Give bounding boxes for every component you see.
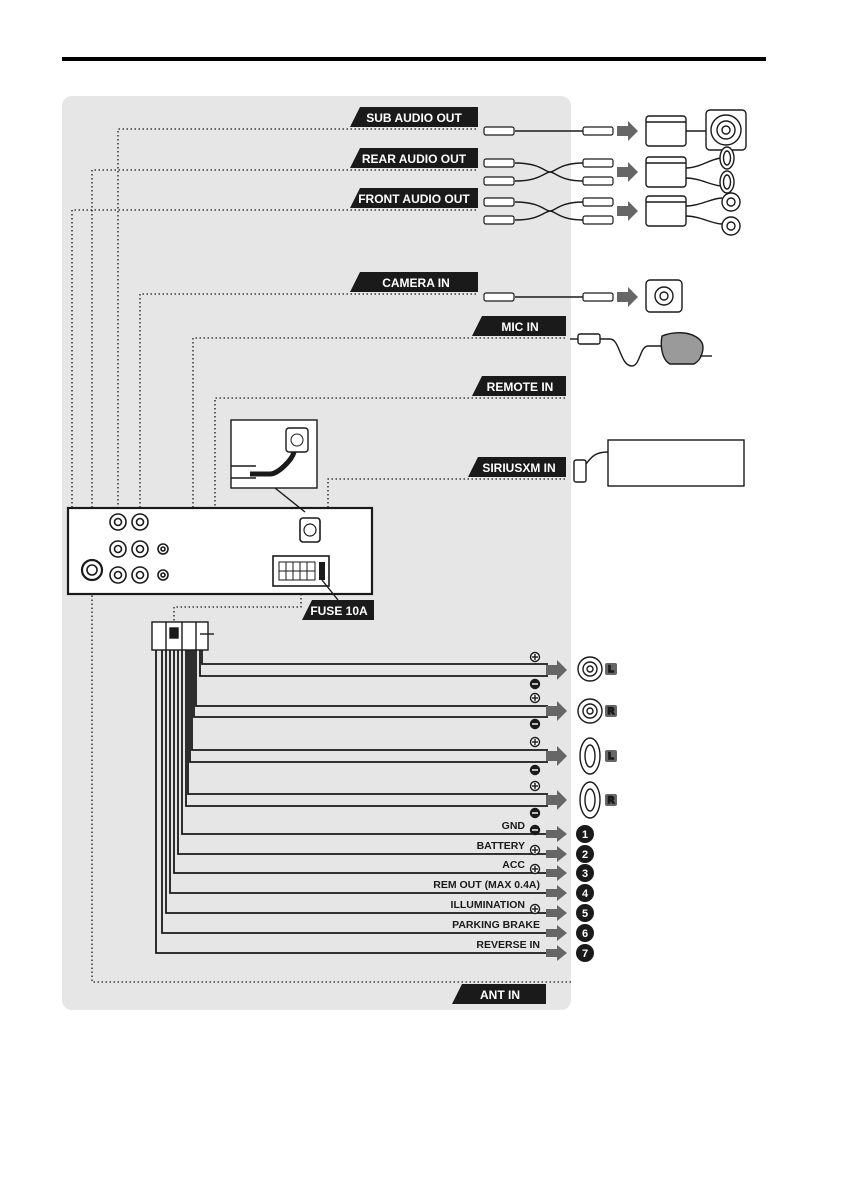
- number-1: 1: [582, 829, 588, 841]
- wire-label-parking-brake: PARKING BRAKE: [452, 919, 540, 931]
- front-speaker-icon: [686, 193, 740, 235]
- number-6: 6: [582, 928, 588, 940]
- power-numbers: 1 2 3 4 5 6 7: [576, 825, 594, 962]
- head-unit-back-panel: [68, 508, 372, 594]
- speaker-rear-left: L: [580, 738, 617, 774]
- wire-label-gnd: GND: [502, 820, 526, 832]
- siriusxm-tuner-icon: [574, 440, 744, 486]
- channel-label: L: [608, 664, 614, 674]
- tag-fuse-10a: FUSE 10A: [302, 600, 374, 620]
- channel-label: R: [608, 706, 615, 716]
- tag-label: ANT IN: [480, 988, 520, 1002]
- tag-front-audio-out: FRONT AUDIO OUT: [350, 188, 478, 208]
- wire-label-rem-out: REM OUT (MAX 0.4A): [433, 879, 540, 891]
- tag-label: FRONT AUDIO OUT: [358, 192, 470, 206]
- camera-icon: [646, 280, 682, 312]
- tag-label: REMOTE IN: [487, 380, 554, 394]
- rca-plugs-right: [583, 127, 613, 301]
- number-3: 3: [582, 868, 588, 880]
- tag-rear-audio-out: REAR AUDIO OUT: [350, 148, 478, 168]
- tag-label: MIC IN: [501, 320, 538, 334]
- wire-label-illumination: ILLUMINATION: [451, 899, 525, 911]
- rear-speaker-icon: [686, 147, 734, 193]
- tag-remote-in: REMOTE IN: [472, 376, 566, 396]
- number-2: 2: [582, 849, 588, 861]
- wire-label-battery: BATTERY: [477, 840, 525, 852]
- harness-connector: [152, 622, 214, 650]
- microphone-icon: [570, 333, 712, 366]
- tag-camera-in: CAMERA IN: [350, 272, 478, 292]
- tag-label: REAR AUDIO OUT: [362, 152, 467, 166]
- speaker-front-right: R: [578, 699, 617, 723]
- subwoofer-icon: [686, 110, 746, 150]
- tag-sub-audio-out: SUB AUDIO OUT: [350, 107, 478, 127]
- tag-label: CAMERA IN: [382, 276, 450, 290]
- tag-label: SUB AUDIO OUT: [366, 111, 462, 125]
- number-7: 7: [582, 948, 588, 960]
- tag-label: SIRIUSXM IN: [482, 461, 555, 475]
- tag-label: FUSE 10A: [310, 604, 368, 618]
- grey-arrows-top: [617, 121, 638, 307]
- channel-label: R: [608, 795, 615, 805]
- tag-ant-in: ANT IN: [452, 984, 546, 1004]
- header-rule: [62, 57, 766, 61]
- tag-siriusxm-in: SIRIUSXM IN: [468, 457, 566, 477]
- amplifier-boxes: [646, 116, 686, 226]
- speaker-rear-right: R: [580, 782, 617, 818]
- channel-label: L: [608, 751, 614, 761]
- tag-mic-in: MIC IN: [472, 316, 566, 336]
- wire-label-acc: ACC: [502, 859, 525, 871]
- number-4: 4: [582, 888, 589, 900]
- speaker-front-left: L: [578, 657, 617, 681]
- wire-label-reverse-in: REVERSE IN: [476, 939, 540, 951]
- number-5: 5: [582, 908, 588, 920]
